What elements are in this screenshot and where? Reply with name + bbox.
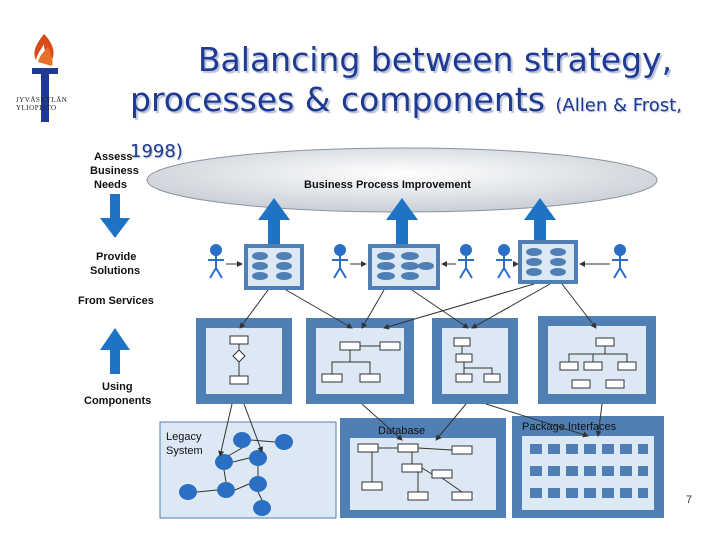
database-box — [340, 418, 506, 518]
link-arrow — [361, 403, 403, 441]
user-figure-icon — [612, 244, 628, 279]
user-figure-icon — [332, 244, 348, 279]
title-citation: (Allen & Frost, 1998) — [130, 95, 682, 162]
title-line-2-text: processes & components — [130, 80, 545, 119]
assess-label-3: Needs — [94, 179, 127, 191]
service-box-2 — [306, 318, 414, 404]
process-box-3 — [518, 240, 578, 284]
assess-label-2: Business — [90, 165, 139, 177]
provide-label-2: Solutions — [90, 265, 140, 277]
university-torch-logo-icon — [32, 34, 58, 122]
assess-label-1: Assess — [94, 151, 133, 163]
user-figure-icon — [208, 244, 224, 279]
university-name: JYVÄSKYLÄN YLIOPISTO — [16, 96, 68, 112]
link-arrow — [218, 403, 233, 457]
process-3-up-arrow — [524, 198, 556, 244]
link-arrow — [361, 289, 385, 329]
link-arrow — [239, 289, 269, 329]
service-box-3 — [432, 318, 518, 404]
link-arrow — [243, 403, 264, 453]
slide-title: Balancing between strategy, processes & … — [120, 40, 710, 172]
link-arrow — [471, 283, 551, 329]
title-line-2: processes & components (Allen & Frost, 1… — [120, 80, 710, 172]
user-figure-icon — [458, 244, 474, 279]
assess-down-arrow — [100, 194, 130, 238]
legacy-label-2: System — [166, 445, 203, 457]
from-services-label: From Services — [78, 295, 154, 307]
link-arrow — [411, 289, 469, 329]
architecture-diagram: Business Process Improvement Assess Busi… — [78, 147, 664, 519]
process-2-up-arrow — [386, 198, 418, 244]
process-1-up-arrow — [258, 198, 290, 244]
link-arrow — [561, 283, 597, 329]
link-arrow — [285, 289, 353, 329]
link-arrow — [485, 403, 589, 438]
legacy-system-box — [159, 421, 337, 519]
provide-label-1: Provide — [96, 251, 136, 263]
user-figure-icon — [496, 244, 512, 279]
link-arrow — [383, 283, 535, 330]
page-number: 7 — [686, 494, 693, 506]
service-box-4 — [538, 316, 656, 404]
process-box-1 — [244, 244, 304, 290]
title-line-1: Balancing between strategy, — [197, 40, 673, 79]
process-box-2 — [368, 244, 440, 290]
legacy-label-1: Legacy — [166, 431, 202, 443]
link-arrow — [595, 403, 603, 437]
bpi-label: Business Process Improvement — [304, 179, 471, 191]
database-label: Database — [378, 425, 425, 437]
using-up-arrow — [100, 328, 130, 374]
package-interfaces-label: Package Interfaces — [522, 421, 617, 433]
using-label-2: Components — [84, 395, 151, 407]
using-label-1: Using — [102, 381, 133, 393]
service-box-1 — [196, 318, 292, 404]
link-arrow — [435, 403, 467, 441]
